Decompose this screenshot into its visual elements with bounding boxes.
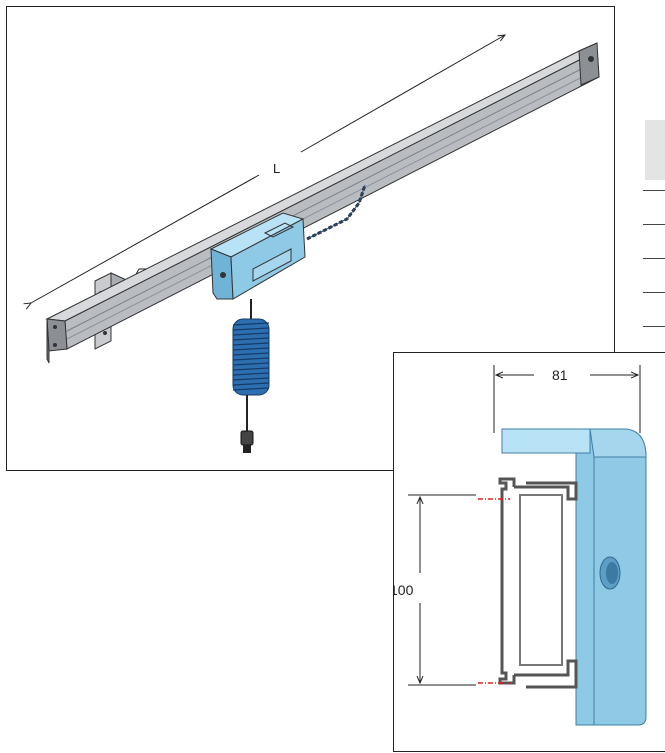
cross-section-drawing: 81 100 bbox=[394, 365, 647, 726]
carriage-section bbox=[501, 428, 647, 726]
mounting-axis-markers bbox=[478, 498, 510, 684]
width-dimension: 81 bbox=[493, 365, 641, 433]
table-row-line bbox=[643, 258, 665, 259]
table-header-stub bbox=[645, 120, 665, 180]
table-row-line bbox=[643, 224, 665, 225]
table-row-line bbox=[643, 292, 665, 293]
width-label: 81 bbox=[552, 367, 568, 383]
carriage-readhead bbox=[209, 212, 306, 319]
table-row-line bbox=[643, 190, 665, 191]
aluminium-rail bbox=[45, 42, 600, 364]
rail-assembly-drawing: L n° bbox=[7, 7, 600, 453]
coiled-cable bbox=[232, 318, 270, 453]
height-dimension: 100 bbox=[394, 494, 476, 686]
length-dimension: L bbox=[31, 35, 505, 303]
rail-profile bbox=[498, 477, 578, 689]
cross-section-panel: 81 100 bbox=[393, 352, 665, 752]
table-row-line bbox=[643, 326, 665, 327]
length-label: L bbox=[273, 161, 280, 176]
cable-chain bbox=[306, 184, 367, 241]
height-label: 100 bbox=[394, 582, 414, 598]
